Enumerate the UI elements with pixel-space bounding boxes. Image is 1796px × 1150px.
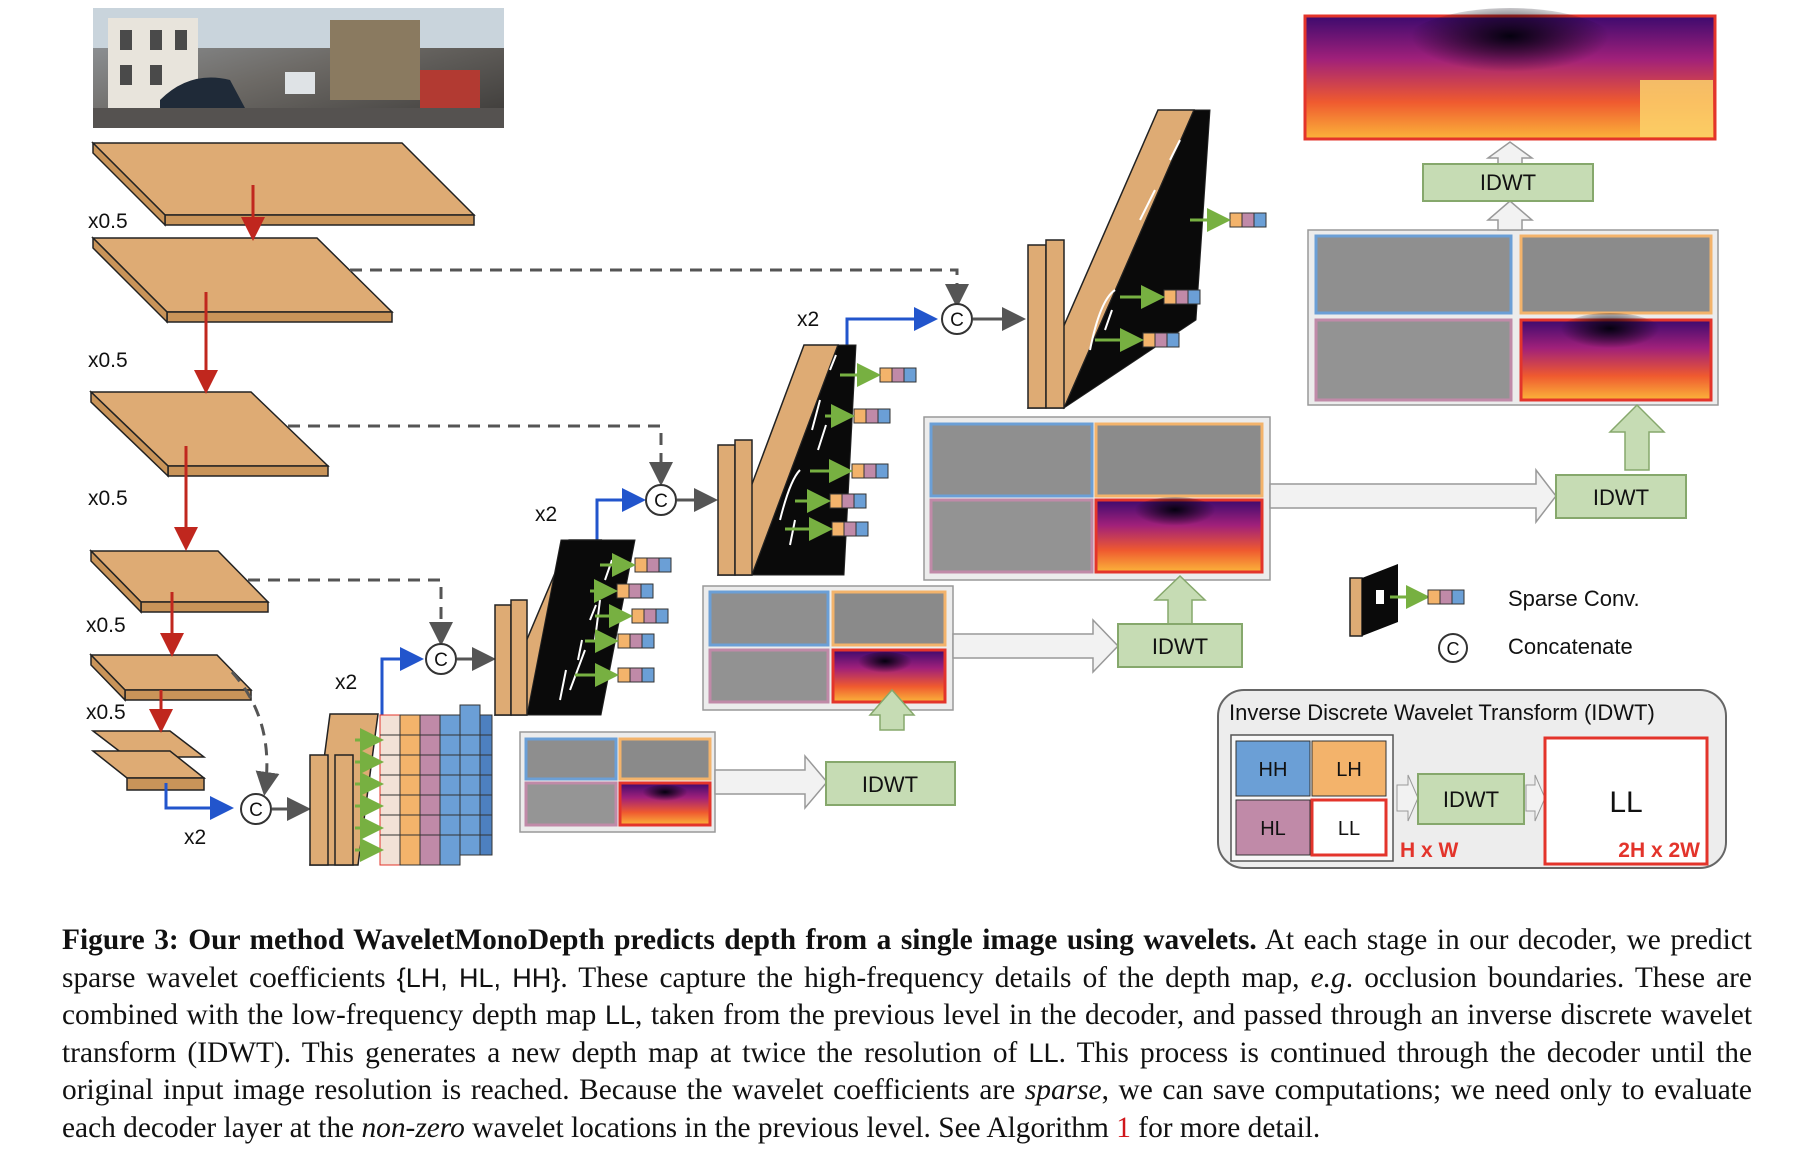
upsample-label-4: x2	[797, 308, 819, 331]
quadrant-ll	[1310, 798, 1388, 857]
concat-node-2	[425, 643, 457, 675]
caption-sparse: sparse	[1024, 1074, 1102, 1107]
coefficient-set: {LH, HL, HH}	[396, 962, 561, 993]
scale-label-1: x0.5	[88, 210, 128, 233]
svg-text:IDWT: IDWT	[1593, 485, 1649, 510]
dense-coefficient-grid	[379, 704, 493, 866]
upsample-arrows	[164, 307, 938, 820]
upsample-label-1: x2	[184, 826, 206, 849]
idwt-op	[1417, 773, 1525, 825]
upsample-label-2: x2	[335, 671, 357, 694]
legend-sparse-conv-label: Sparse Conv.	[1508, 586, 1640, 611]
scale-label-5: x0.5	[86, 701, 126, 724]
input-size-label: H x W	[1400, 839, 1459, 862]
caption-text-8: for more detail.	[1138, 1111, 1321, 1144]
caption-text-2: . These capture the high-frequency detai…	[560, 961, 1300, 994]
downsample-arrows	[149, 185, 265, 733]
svg-text:C: C	[1447, 639, 1460, 659]
idwt-block-2: IDWT	[1117, 623, 1243, 668]
quadrant-hh	[1235, 740, 1311, 797]
sparse-conv-cubes	[785, 363, 917, 541]
coefficient-panel-4	[1307, 229, 1719, 406]
svg-text:HH: HH	[1259, 759, 1288, 781]
concat-output-arrows	[272, 307, 1026, 821]
coefficient-panel-1	[519, 731, 716, 833]
encoder-slab-6	[90, 730, 207, 791]
caption-text-7: wavelet locations in the previous level.…	[472, 1111, 1109, 1144]
output-size-label: 2H x 2W	[1618, 839, 1700, 862]
encoder-slab-4	[89, 549, 270, 614]
figure-caption: Figure 3: Our method WaveletMonoDepth pr…	[62, 922, 1752, 1148]
caption-text-4: , taken from the previous level in the d…	[62, 999, 1752, 1069]
scale-label-2: x0.5	[88, 349, 128, 372]
concat-symbol-2: C	[434, 650, 448, 671]
legend: Sparse Conv. C Concatenate	[1349, 564, 1640, 663]
figure-label: Figure 3:	[62, 924, 179, 956]
ll-term-2: LL	[1028, 1037, 1059, 1068]
svg-text:IDWT: IDWT	[862, 772, 918, 797]
caption-text-5: . This process is continued through the …	[62, 1036, 1753, 1107]
decoder-stage-1	[309, 704, 493, 866]
caption-text-6: , we can save computations; we need only…	[62, 1074, 1752, 1144]
idwt-blocks: IDWT IDWT IDWT IDWT	[825, 163, 1687, 806]
output-ll	[1543, 736, 1709, 866]
input-image	[93, 8, 504, 128]
encoder	[89, 141, 476, 791]
idwt-explanation-box: Inverse Discrete Wavelet Transform (IDWT…	[1217, 689, 1727, 869]
svg-text:LL: LL	[1338, 818, 1360, 840]
caption-title: Our method WaveletMonoDepth predicts dep…	[188, 924, 1257, 956]
idwt-box-title: Inverse Discrete Wavelet Transform (IDWT…	[1229, 700, 1655, 725]
caption-nonzero: non-zero	[361, 1111, 465, 1144]
ll-term-1: LL	[604, 1000, 635, 1031]
legend-concat-icon	[1438, 633, 1468, 663]
method-diagram: x0.5 x0.5 x0.5 x0.5 x0.5 x2 x2 x2 x2 C	[86, 8, 1727, 869]
encoder-slab-1	[91, 141, 476, 227]
skip-connections	[230, 268, 969, 796]
idwt-block-3: IDWT	[1555, 474, 1687, 519]
caption-text-3: . occlusion boundaries. These are combin…	[62, 961, 1752, 1032]
quadrant-hl	[1235, 799, 1311, 856]
svg-text:LL: LL	[1609, 786, 1642, 819]
output-depth-map	[1303, 8, 1717, 141]
svg-text:IDWT: IDWT	[1443, 787, 1499, 812]
upsample-label-3: x2	[535, 503, 557, 526]
svg-text:LH: LH	[1336, 759, 1362, 781]
sparse-conv-cubes	[575, 553, 672, 687]
concat-node-4	[941, 303, 973, 335]
coefficient-panel-3	[923, 416, 1271, 581]
decoder-stage-3	[716, 344, 917, 576]
concat-symbol-1: C	[249, 800, 263, 821]
legend-sparse-conv-icon	[1349, 564, 1465, 637]
concat-node-3	[645, 484, 677, 516]
coefficient-panel-2	[702, 585, 954, 711]
encoder-slab-3	[89, 390, 330, 478]
idwt-block-4: IDWT	[1422, 163, 1594, 202]
algorithm-reference-link[interactable]: 1	[1116, 1111, 1131, 1144]
encoder-slab-5	[89, 653, 253, 702]
svg-text:HL: HL	[1260, 818, 1286, 840]
decoder-stage-2	[493, 539, 672, 716]
encoder-slab-2	[91, 236, 394, 324]
idwt-block-1: IDWT	[825, 761, 956, 806]
concat-symbol-3: C	[654, 491, 668, 512]
caption-text-1: At each stage in our decoder, we predict…	[62, 924, 1752, 994]
svg-text:IDWT: IDWT	[1152, 634, 1208, 659]
svg-text:IDWT: IDWT	[1480, 170, 1536, 195]
decoder-stage-4	[1026, 109, 1267, 410]
legend-concatenate-label: Concatenate	[1508, 634, 1633, 659]
caption-eg: e.g	[1310, 961, 1346, 994]
scale-label-3: x0.5	[88, 487, 128, 510]
concat-nodes: C C C C	[240, 303, 973, 825]
scale-label-4: x0.5	[86, 614, 126, 637]
concat-node-1	[240, 793, 272, 825]
concat-symbol-4: C	[950, 310, 964, 331]
quadrant-lh	[1311, 740, 1387, 797]
sparse-conv-cubes	[1095, 208, 1267, 352]
